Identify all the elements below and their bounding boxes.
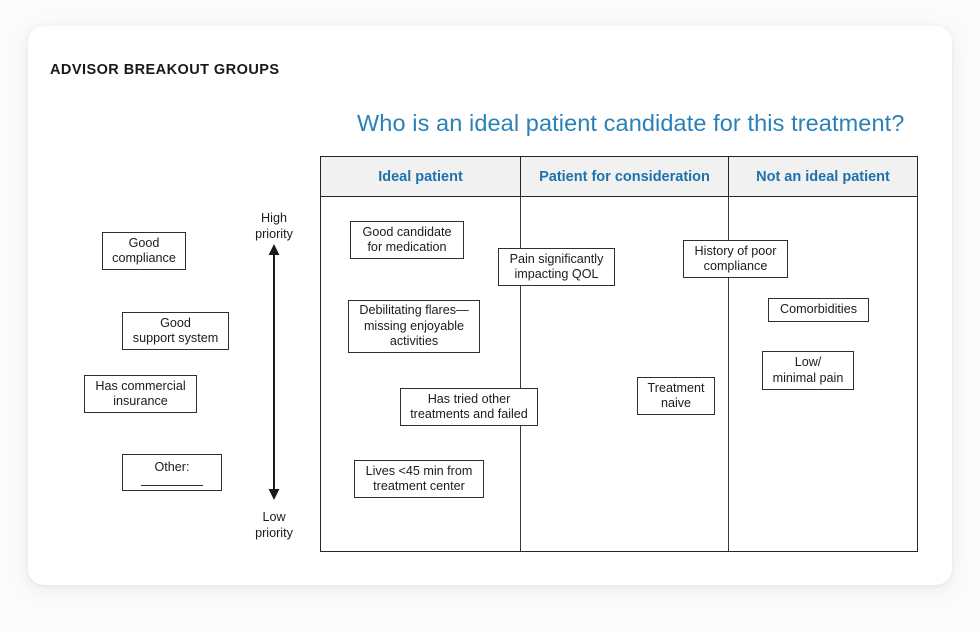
option-label-line2: insurance	[113, 394, 168, 408]
note-card-lives-near-treatment-center[interactable]: Lives <45 min from treatment center	[354, 460, 484, 498]
option-label-line1: Good	[160, 315, 191, 330]
column-divider-1	[520, 197, 521, 551]
note-line1: Lives <45 min from	[365, 463, 473, 478]
note-card-tried-other-treatments[interactable]: Has tried other treatments and failed	[400, 388, 538, 426]
option-label-line1: Has commercial	[95, 378, 186, 393]
priority-matrix: Ideal patient Patient for consideration …	[320, 156, 918, 552]
note-card-history-of-poor-compliance[interactable]: History of poor compliance	[683, 240, 788, 278]
slide-eyebrow-title: ADVISOR BREAKOUT GROUPS	[50, 62, 280, 78]
note-line2: compliance	[703, 259, 768, 273]
axis-high-line1: High	[261, 211, 287, 225]
note-line2: minimal pain	[772, 370, 844, 385]
note-card-good-candidate[interactable]: Good candidate for medication	[350, 221, 464, 259]
note-line2: naive	[660, 396, 692, 410]
other-write-in-blank[interactable]	[141, 484, 203, 486]
option-label-line2: support system	[132, 331, 219, 345]
page-title: Who is an ideal patient candidate for th…	[357, 110, 905, 136]
option-card-good-compliance[interactable]: Good compliance	[102, 232, 186, 270]
note-card-low-minimal-pain[interactable]: Low/ minimal pain	[762, 351, 854, 390]
axis-label-high-priority: High priority	[239, 211, 309, 242]
note-line1: Debilitating flares—	[359, 303, 469, 318]
note-card-comorbidities[interactable]: Comorbidities	[768, 298, 869, 322]
note-line2: treatments and failed	[410, 407, 528, 421]
option-card-other[interactable]: Other:	[122, 454, 222, 491]
option-card-good-support-system[interactable]: Good support system	[122, 312, 229, 350]
axis-high-line2: priority	[255, 226, 293, 241]
column-header-patient-for-consideration[interactable]: Patient for consideration	[520, 157, 728, 196]
note-card-pain-impacting-qol[interactable]: Pain significantly impacting QOL	[498, 248, 615, 286]
option-label-line2: compliance	[112, 251, 176, 265]
note-line1: Treatment	[647, 380, 705, 395]
note-line2: impacting QOL	[514, 267, 599, 281]
note-card-debilitating-flares[interactable]: Debilitating flares— missing enjoyable a…	[348, 300, 480, 353]
note-line1: Comorbidities	[780, 302, 857, 317]
note-line1: Has tried other	[427, 391, 511, 406]
axis-label-low-priority: Low priority	[239, 510, 309, 541]
note-line1: Low/	[794, 355, 822, 369]
option-label-line1: Other:	[154, 460, 190, 474]
axis-low-line1: Low	[262, 510, 286, 524]
note-line3: activities	[389, 334, 439, 349]
axis-low-line2: priority	[255, 525, 293, 540]
matrix-header-row: Ideal patient Patient for consideration …	[321, 157, 917, 197]
column-header-not-an-ideal-patient[interactable]: Not an ideal patient	[728, 157, 917, 196]
priority-arrow-icon	[266, 244, 282, 500]
note-line1: History of poor	[694, 243, 777, 258]
note-card-treatment-naive[interactable]: Treatment naive	[637, 377, 715, 415]
column-header-ideal-patient[interactable]: Ideal patient	[378, 168, 463, 185]
note-line2: missing enjoyable	[363, 318, 465, 333]
note-line2: treatment center	[373, 479, 465, 493]
note-line1: Pain significantly	[509, 251, 604, 266]
note-line1: Good candidate	[362, 224, 452, 239]
column-divider-2	[728, 197, 729, 551]
option-label-line1: Good	[128, 235, 160, 250]
note-line2: for medication	[367, 240, 447, 254]
option-card-has-commercial-insurance[interactable]: Has commercial insurance	[84, 375, 197, 413]
